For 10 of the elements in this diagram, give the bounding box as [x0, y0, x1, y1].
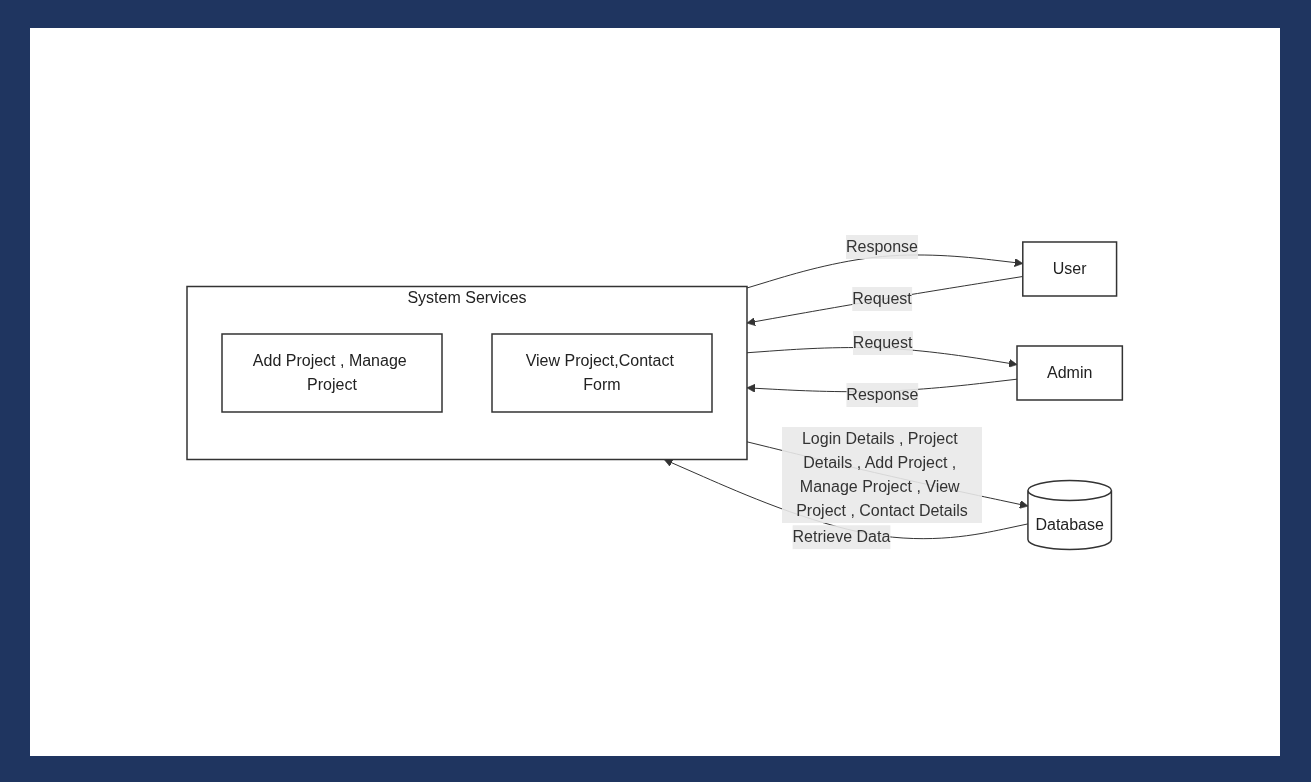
edge-label: Login Details , Project Details , Add Project , Manage Project , View Project , Contact Details — [796, 429, 969, 519]
edge-label: Response — [846, 237, 919, 255]
node-box: View Project,Contact Form — [491, 333, 714, 413]
node-box: User — [1022, 241, 1118, 297]
edge-label: Retrieve Data — [792, 527, 891, 545]
node-box: Add Project , Manage Project — [221, 333, 444, 413]
edge-label: Request — [852, 289, 913, 307]
node-box: Admin — [1016, 345, 1124, 401]
edge-label: Response — [846, 385, 919, 403]
edge-label: Request — [853, 333, 913, 351]
